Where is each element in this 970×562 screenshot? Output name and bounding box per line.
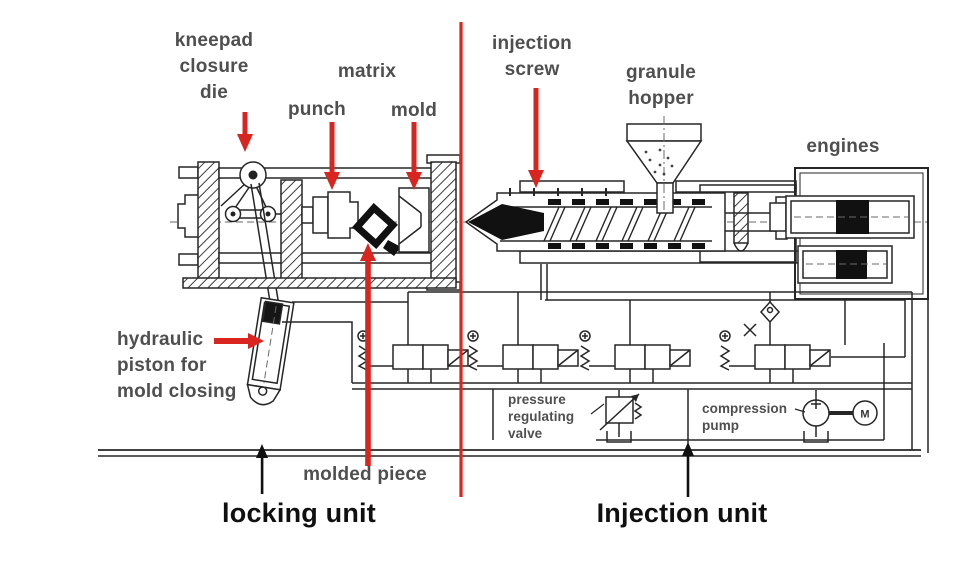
kneepad-arrow	[237, 112, 253, 152]
annotation-arrows	[214, 22, 694, 497]
hydraulic-piston-arrow	[214, 333, 264, 349]
label-mold: mold	[390, 100, 438, 121]
solenoid-valve	[467, 330, 579, 371]
label-hydraulic-piston: hydraulic piston for mold closing	[117, 329, 237, 402]
label-granule-hopper: granule hopper	[625, 62, 697, 109]
hopper-drawing	[625, 116, 703, 214]
label-punch: punch	[288, 99, 346, 120]
injection-unit-drawing	[463, 116, 929, 300]
section-title-locking-unit: locking unit	[222, 498, 376, 528]
locking-unit-arrow	[256, 444, 268, 494]
punch-arrow	[324, 122, 340, 190]
unit-divider-line	[459, 22, 463, 497]
hydraulic-schematic-drawing: M	[98, 264, 929, 457]
solenoid-valve	[719, 330, 831, 371]
motor-label: M	[860, 409, 869, 421]
motor-symbol: M	[852, 400, 878, 426]
molded-piece-drawing	[352, 203, 401, 256]
label-matrix: matrix	[337, 61, 397, 82]
label-compression-pump: compression pump	[702, 401, 788, 433]
locking-unit-drawing	[170, 154, 461, 406]
label-injection-screw: injection screw	[492, 33, 572, 80]
label-molded-piece: molded piece	[303, 464, 427, 485]
compression-pump-symbol	[794, 399, 853, 443]
solenoid-valve	[357, 330, 469, 371]
label-kneepad-closure-die: kneepad closure die	[174, 30, 254, 103]
section-title-injection-unit: Injection unit	[596, 498, 768, 528]
solenoid-valve	[579, 330, 691, 371]
engines-drawing	[769, 167, 929, 300]
mold-arrow	[406, 122, 422, 190]
pressure-regulating-valve	[590, 393, 643, 443]
molded-piece-arrow	[360, 243, 376, 466]
injection-screw-arrow	[528, 88, 544, 188]
label-engines: engines	[806, 136, 880, 157]
label-pressure-regulating-valve: pressure regulating valve	[508, 392, 575, 441]
check-valve	[743, 300, 781, 337]
injection-unit-arrow	[682, 442, 694, 497]
